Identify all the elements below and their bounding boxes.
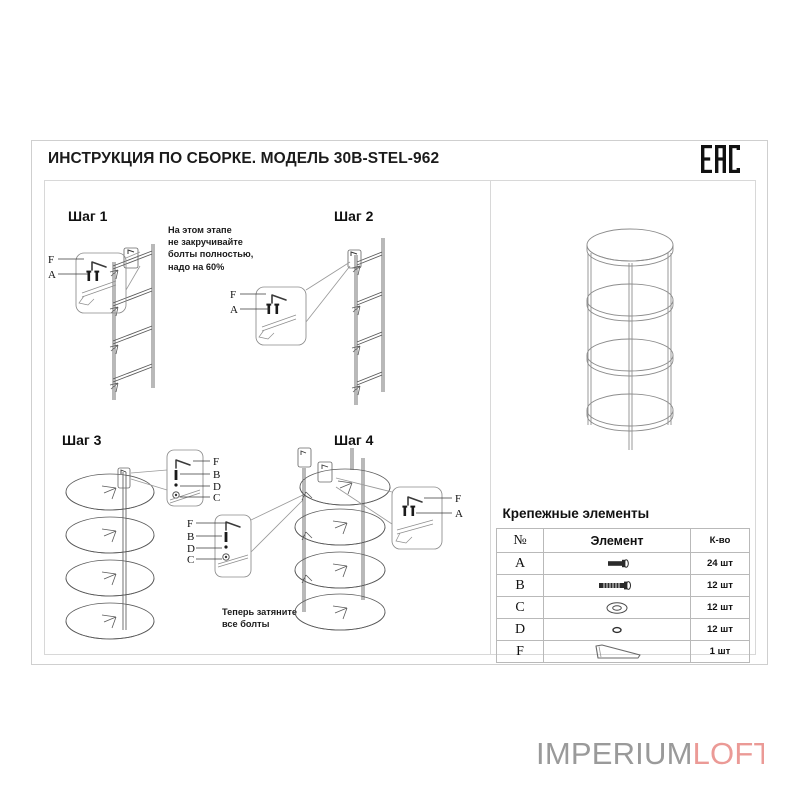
part-qty: 24 шт [690, 552, 750, 575]
fasteners-table-caption: Крепежные элементы [496, 500, 750, 529]
table-row: B 12 шт [496, 574, 750, 597]
step-3-title: Шаг 3 [62, 432, 102, 448]
table-row: A 24 шт [496, 552, 750, 575]
step-3-note: Теперь затяните все болты [222, 607, 297, 630]
header-quantity: К-во [690, 528, 750, 553]
eac-certification-icon [700, 144, 744, 174]
step-1-title: Шаг 1 [68, 208, 108, 224]
washer-icon [606, 601, 628, 614]
step-2-title: Шаг 2 [334, 208, 374, 224]
part-qty: 1 шт [690, 640, 750, 663]
short-bolt-icon [608, 559, 629, 568]
brand-logo: IMPERIUM LOFT [536, 736, 772, 772]
part-id: A [496, 552, 544, 575]
allen-key-icon [595, 643, 641, 659]
table-row: F 1 шт [496, 640, 750, 663]
part-qty: 12 шт [690, 618, 750, 641]
content-panel [44, 180, 756, 655]
header-element: Элемент [543, 528, 691, 553]
header-number: № [496, 528, 544, 553]
small-ring-icon [612, 626, 622, 633]
page-title: ИНСТРУКЦИЯ ПО СБОРКЕ. МОДЕЛЬ 30B-STEL-96… [48, 150, 440, 167]
brand-imperium: IMPERIUM [536, 738, 693, 771]
part-id: B [496, 574, 544, 597]
part-id: D [496, 618, 544, 641]
part-qty: 12 шт [690, 574, 750, 597]
part-qty: 12 шт [690, 596, 750, 619]
panel-divider [490, 180, 491, 655]
table-row: D 12 шт [496, 618, 750, 641]
table-header-row: № Элемент К-во [496, 528, 750, 553]
part-icon-cell [543, 640, 691, 663]
fasteners-table: Крепежные элементы № Элемент К-во A 24 ш… [496, 500, 750, 663]
brand-loft: LOFT [693, 738, 764, 771]
table-row: C 12 шт [496, 596, 750, 619]
step-4-title: Шаг 4 [334, 432, 374, 448]
part-id: F [496, 640, 544, 663]
part-icon-cell [543, 574, 691, 597]
part-icon-cell [543, 596, 691, 619]
step-1-note: На этом этапе не закручивайте болты полн… [168, 225, 254, 272]
part-icon-cell [543, 552, 691, 575]
long-bolt-icon [599, 581, 632, 590]
part-icon-cell [543, 618, 691, 641]
part-id: C [496, 596, 544, 619]
